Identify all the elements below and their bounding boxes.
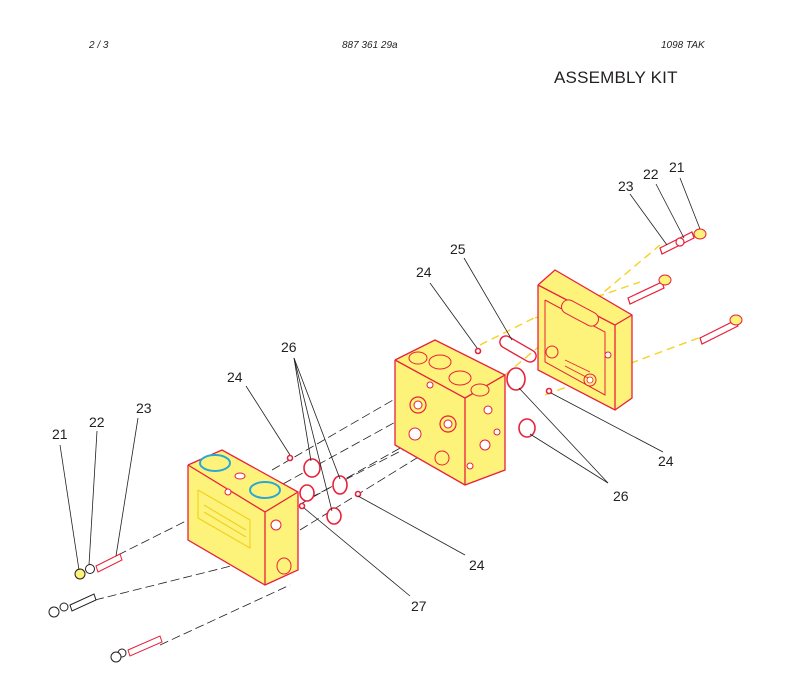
callout-24-bottom: 24 <box>469 557 485 573</box>
document-number: 887 361 29a <box>342 40 398 51</box>
tie-rod-left-top <box>74 553 123 580</box>
page-number: 2 / 3 <box>89 40 109 51</box>
callout-24-right: 24 <box>658 453 674 469</box>
callout-27: 27 <box>411 598 427 614</box>
tie-rod-left-bottom <box>110 635 163 663</box>
callout-24-top: 24 <box>416 264 432 280</box>
leader-lines <box>59 177 701 597</box>
middle-section-block <box>394 339 506 486</box>
callout-26-right: 26 <box>613 488 629 504</box>
callout-26-left: 26 <box>281 339 297 355</box>
callout-23-left: 23 <box>136 400 152 416</box>
callout-23-right: 23 <box>618 178 634 194</box>
o-rings <box>286 335 553 525</box>
tie-rod-left-middle <box>48 593 97 618</box>
callout-labels: 21 22 23 25 24 24 26 26 24 21 22 23 24 2… <box>52 159 685 614</box>
tie-rod-right-middle <box>627 274 672 305</box>
page-title: ASSEMBLY KIT <box>554 68 678 87</box>
callout-22-right: 22 <box>643 166 659 182</box>
tie-rods <box>48 228 743 663</box>
left-end-plate <box>187 449 299 586</box>
revision-code: 1098 TAK <box>661 40 705 51</box>
callout-25: 25 <box>450 241 466 257</box>
tie-rod-right-bottom <box>699 314 743 345</box>
callout-24-left: 24 <box>227 369 243 385</box>
callout-21-right: 21 <box>669 159 685 175</box>
callout-22-left: 22 <box>89 414 105 430</box>
callout-21-left: 21 <box>52 426 68 442</box>
tie-rod-right-top <box>659 228 707 255</box>
right-end-plate <box>537 269 633 411</box>
